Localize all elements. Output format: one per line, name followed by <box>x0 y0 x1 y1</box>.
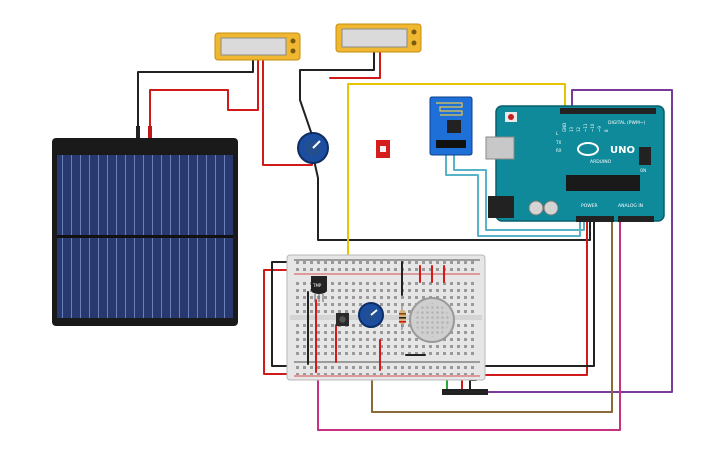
wire-purple <box>485 89 673 393</box>
arduino-digital-header: DIGITAL (PWM~) <box>608 120 646 126</box>
arduino-uno[interactable]: UNO ARDUINO DIGITAL (PWM~) POWER ANALOG … <box>485 105 665 222</box>
wire-black-header <box>469 379 477 391</box>
potentiometer-top[interactable] <box>297 132 329 164</box>
arduino-tx-label: TX <box>555 140 561 145</box>
wire-black-left-rail <box>271 261 299 367</box>
arduino-pin-label: 8 <box>604 129 609 132</box>
sensor-chip-label: TMP <box>312 283 322 288</box>
solar-panel[interactable] <box>52 126 238 326</box>
wire-black-gnd2 <box>477 217 595 367</box>
arduino-pin-label: ~11 <box>583 123 588 132</box>
breadboard-jumpers <box>307 261 445 373</box>
wire-cyan-1 <box>445 154 581 237</box>
arduino-power-header: POWER <box>581 203 598 209</box>
arduino-pin-label: ~9 <box>597 126 602 132</box>
arduino-pin-label: GND <box>562 123 567 132</box>
arduino-pin-label: 12 <box>576 126 581 132</box>
arduino-pin-label: 13 <box>569 126 574 132</box>
wire-red-lcd2 <box>329 51 381 79</box>
wire-red-solar-lcd1 <box>149 59 259 136</box>
arduino-brand: UNO <box>610 145 635 156</box>
lcd-display-2[interactable] <box>335 23 422 53</box>
slide-switch[interactable] <box>376 140 390 158</box>
wire-red-left-rail <box>263 269 299 375</box>
temperature-sensor[interactable]: TMP <box>311 276 327 302</box>
wire-black-solar-lcd1 <box>137 59 254 136</box>
wire-black-lcd2-pot <box>299 51 375 136</box>
wire-red-5v <box>471 217 588 376</box>
wifi-module[interactable] <box>429 96 473 156</box>
lcd-display-1[interactable] <box>214 32 301 61</box>
wire-cyan-2 <box>453 154 585 231</box>
wire-black-pot-gnd <box>313 159 591 241</box>
arduino-l-label: L <box>556 131 559 136</box>
wires <box>137 51 673 431</box>
arduino-subbrand: ARDUINO <box>590 159 612 165</box>
arduino-on-label: ON <box>640 168 646 173</box>
arduino-analog-header: ANALOG IN <box>618 203 643 209</box>
gas-sensor[interactable] <box>409 297 455 343</box>
arduino-pin-label: ~10 <box>590 123 595 132</box>
pushbutton[interactable] <box>336 313 349 326</box>
pin-header[interactable] <box>442 389 488 395</box>
wire-yellow <box>347 83 566 309</box>
arduino-rx-label: RX <box>556 148 562 153</box>
potentiometer-breadboard[interactable] <box>358 302 384 328</box>
resistor[interactable] <box>399 305 406 330</box>
